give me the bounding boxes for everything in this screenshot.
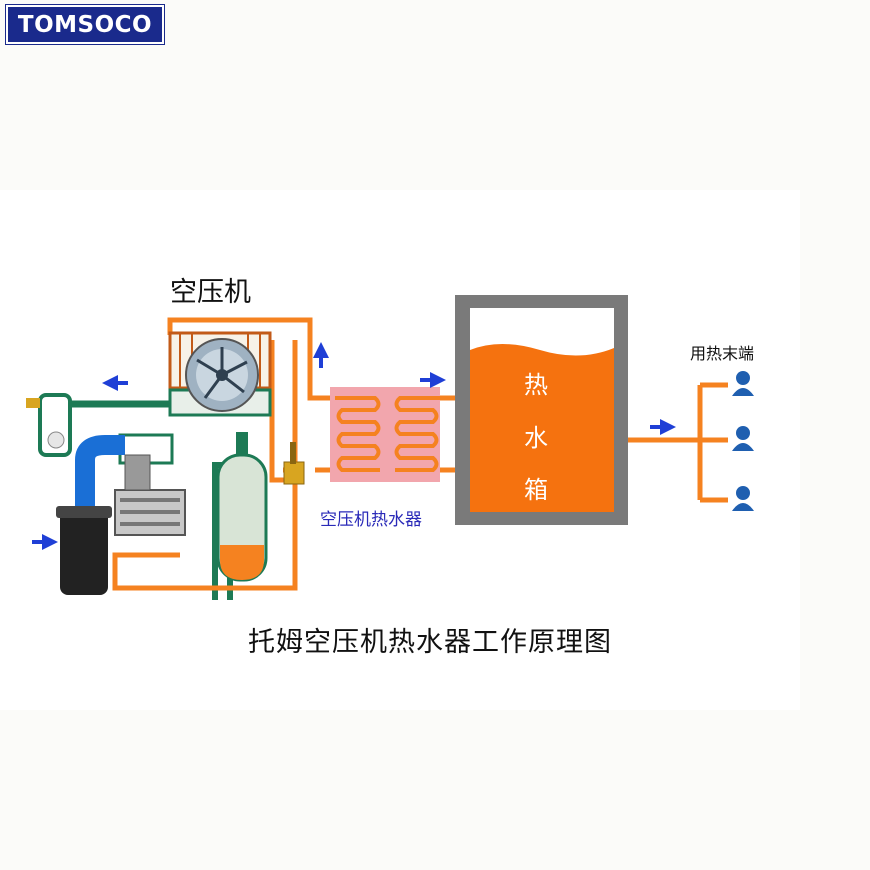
thermostatic-valve <box>283 442 305 485</box>
hot-water-tank <box>455 295 628 525</box>
tank-label-char: 箱 <box>524 476 548 504</box>
fan-icon <box>185 338 259 412</box>
tank-label-char: 热 <box>524 371 548 399</box>
air-filter-icon <box>26 393 72 457</box>
end-use-label: 用热末端 <box>690 344 755 363</box>
separator-tank-icon <box>216 432 268 582</box>
diagram-caption: 托姆空压机热水器工作原理图 <box>248 627 612 658</box>
intake-duct <box>56 435 125 595</box>
screw-air-end <box>114 454 186 536</box>
heater-label: 空压机热水器 <box>320 510 422 530</box>
tank-label-char: 水 <box>524 424 548 452</box>
logo-text: TOMSOCO <box>17 11 153 38</box>
brand-logo: TOMSOCO <box>6 5 164 44</box>
arrow-icon <box>32 342 676 550</box>
heat-exchanger <box>330 387 440 482</box>
compressor-label: 空压机 <box>170 277 251 308</box>
user-icon <box>732 371 754 511</box>
